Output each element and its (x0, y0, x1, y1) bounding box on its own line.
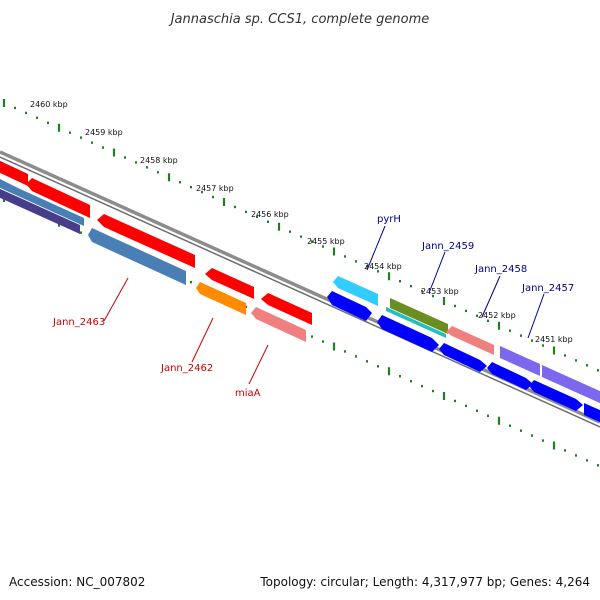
kbp-label: 2455 kbp (307, 237, 345, 246)
gene-feature[interactable] (333, 276, 378, 306)
gene-feature[interactable] (18, 188, 84, 226)
backbone (0, 150, 600, 428)
gene-label[interactable]: Jann_2458 (474, 264, 527, 275)
gene-feature[interactable] (446, 326, 494, 355)
leader-line (481, 275, 501, 318)
leader-line (527, 293, 545, 339)
gene-feature[interactable] (97, 214, 195, 268)
gene-labels: Jann_2463 Jann_2462 miaA pyrH Jann_2459 … (52, 214, 574, 399)
gene-feature[interactable] (386, 307, 446, 338)
kbp-labels: 2460 kbp 2459 kbp 2458 kbp 2457 kbp 2456… (30, 100, 573, 344)
kbp-label: 2458 kbp (140, 156, 178, 165)
backbone-line-inner (0, 156, 600, 428)
gene-feature[interactable] (542, 365, 600, 404)
gene-feature[interactable] (251, 307, 306, 342)
kbp-label: 2459 kbp (85, 128, 123, 137)
gene-feature[interactable] (439, 343, 487, 372)
leader-line (428, 251, 446, 294)
kbp-label: 2451 kbp (535, 335, 573, 344)
gene-feature[interactable] (0, 188, 80, 234)
gene-feature[interactable] (26, 178, 90, 218)
gene-feature[interactable] (0, 178, 18, 196)
kbp-label: 2454 kbp (364, 262, 402, 271)
gene-label[interactable]: miaA (235, 388, 261, 399)
gene-feature[interactable] (0, 160, 28, 186)
gene-label[interactable]: pyrH (377, 214, 401, 225)
leader-line (366, 225, 386, 271)
gene-label[interactable]: Jann_2463 (52, 317, 105, 328)
gene-label[interactable]: Jann_2459 (421, 241, 474, 252)
leader-line (103, 277, 129, 322)
gene-label[interactable]: Jann_2462 (160, 363, 213, 374)
kbp-label: 2453 kbp (421, 287, 459, 296)
gene-feature[interactable] (205, 268, 254, 299)
ruler-top (2, 99, 599, 372)
kbp-label: 2460 kbp (30, 100, 68, 109)
kbp-label: 2457 kbp (196, 184, 234, 193)
gene-feature[interactable] (377, 315, 439, 352)
gene-feature[interactable] (327, 291, 372, 321)
kbp-label: 2452 kbp (478, 311, 516, 320)
gene-features (0, 160, 600, 423)
gene-feature[interactable] (88, 228, 186, 285)
label-leaders (103, 225, 545, 385)
gene-label[interactable]: Jann_2457 (521, 283, 574, 294)
gene-feature[interactable] (196, 282, 246, 315)
kbp-label: 2456 kbp (251, 210, 289, 219)
gene-feature[interactable] (500, 346, 540, 376)
gene-feature[interactable] (529, 380, 583, 411)
gene-feature[interactable] (390, 298, 448, 334)
topology-text: Topology: circular; Length: 4,317,977 bp… (260, 575, 590, 589)
gene-feature[interactable] (487, 362, 533, 390)
leader-line (248, 344, 269, 385)
gene-feature[interactable] (584, 403, 600, 423)
leader-line (191, 317, 214, 363)
gene-feature[interactable] (261, 293, 312, 325)
map-title: Jannaschia sp. CCS1, complete genome (168, 12, 430, 27)
accession-text: Accession: NC_007802 (9, 575, 146, 589)
